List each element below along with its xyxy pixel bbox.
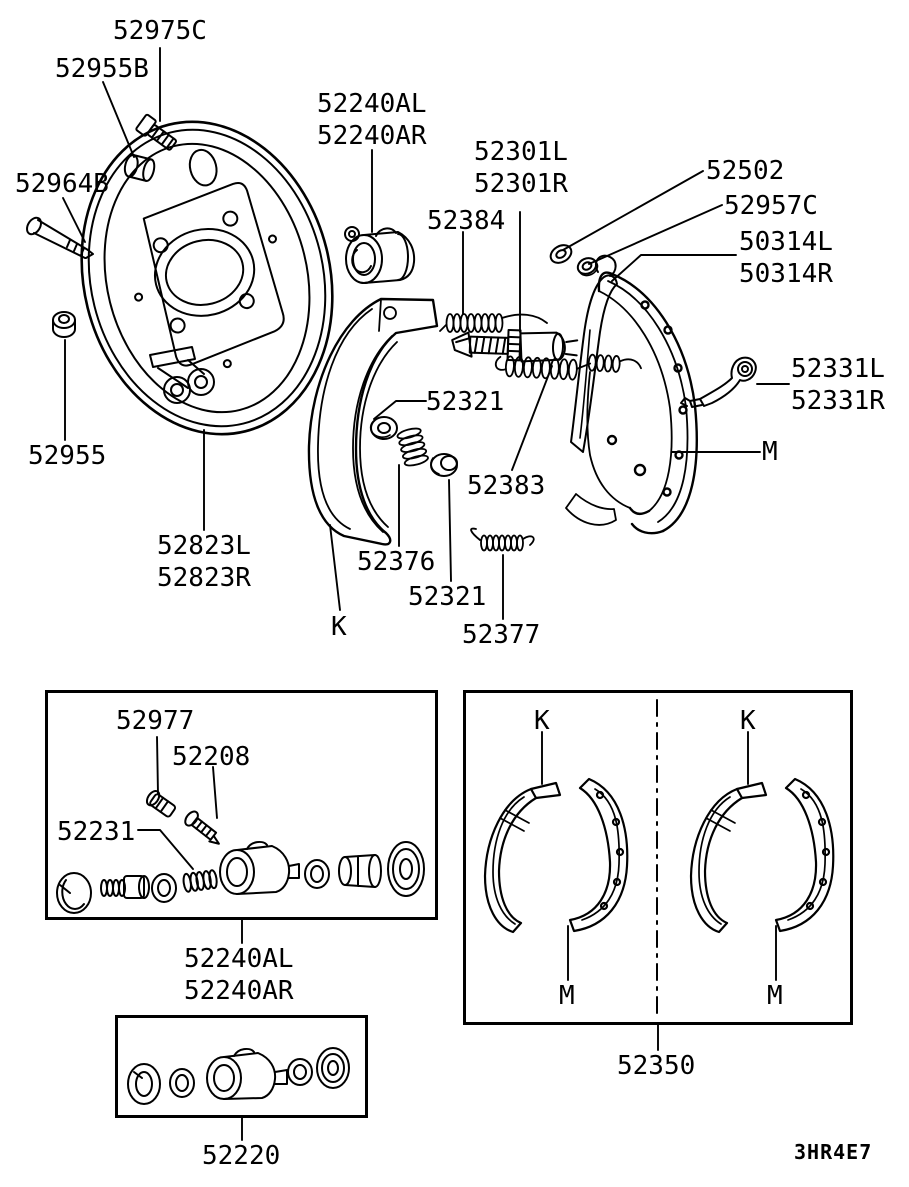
leader-lines [62, 47, 790, 1141]
shoe-kit-parts-drawing [483, 699, 835, 1015]
label-52331l: 52331L [791, 354, 885, 384]
label-52220: 52220 [202, 1141, 281, 1171]
label-52240ar: 52240AR [317, 121, 427, 151]
label-52823l: 52823L [157, 531, 251, 561]
label-kit-m-right: M [767, 981, 783, 1011]
label-kit-m-left: M [559, 981, 575, 1011]
brake-shoe-k-drawing [307, 297, 439, 546]
label-52964b: 52964B [15, 169, 109, 199]
holddown-spring-drawing [396, 427, 429, 467]
label-52502: 52502 [706, 156, 785, 186]
label-52301l: 52301L [474, 137, 568, 167]
label-52240al: 52240AL [317, 89, 427, 119]
label-52321-washer: 52321 [426, 387, 505, 417]
brake-shoe-m-drawing [565, 271, 698, 535]
holddown-washer-drawing [369, 416, 398, 440]
cylinder-kit-box [45, 690, 438, 920]
cylinder-mount-drawing [149, 346, 215, 404]
label-52331: 52331L 52331R [791, 355, 885, 419]
figure-code: 3HR4E7 [794, 1140, 873, 1164]
label-shoe-k: K [331, 612, 347, 642]
shoe-kit-right-pair [689, 777, 835, 934]
label-50314r: 50314R [739, 259, 833, 289]
cylinder-kit-parts-drawing [56, 789, 425, 914]
label-52240ar-caption: 52240AR [184, 976, 294, 1006]
cylinder-assy-parts-drawing [127, 1047, 350, 1105]
shoe-kit-left-pair [483, 777, 629, 934]
adjuster-52301-drawing [451, 328, 579, 363]
label-52955b: 52955B [55, 54, 149, 84]
label-50314l: 50314L [739, 227, 833, 257]
label-52240-top: 52240AL 52240AR [317, 90, 427, 154]
label-52823r: 52823R [157, 563, 251, 593]
label-52376: 52376 [357, 547, 436, 577]
label-52240-bottom: 52240AL 52240AR [184, 945, 294, 1009]
label-50314: 50314L 50314R [739, 228, 833, 292]
wheel-cylinder-drawing [344, 226, 416, 284]
bolt-52975c-drawing [135, 113, 177, 151]
label-52208: 52208 [172, 742, 251, 772]
shoe-kit-box [463, 690, 853, 1025]
label-52383: 52383 [467, 471, 546, 501]
label-52955: 52955 [28, 441, 107, 471]
label-shoe-m: M [762, 437, 778, 467]
label-52301: 52301L 52301R [474, 138, 568, 202]
label-52977: 52977 [116, 706, 195, 736]
label-kit-k-right: K [740, 706, 756, 736]
label-52301r: 52301R [474, 169, 568, 199]
cylinder-assy-box [115, 1015, 368, 1118]
label-52975c: 52975C [113, 16, 207, 46]
label-52823: 52823L 52823R [157, 532, 251, 596]
label-52321-cup: 52321 [408, 582, 487, 612]
lever-50314-drawing [570, 254, 618, 453]
latch-52331-drawing [680, 356, 757, 408]
label-kit-k-left: K [534, 706, 550, 736]
label-52240al-caption: 52240AL [184, 944, 294, 974]
spring-52384-drawing [439, 313, 548, 333]
label-52350: 52350 [617, 1051, 696, 1081]
nut-52955-drawing [52, 311, 76, 338]
washer-52502-drawing [549, 244, 573, 264]
spring-52383-drawing [494, 353, 642, 381]
label-52957c: 52957C [724, 191, 818, 221]
spring-52377-drawing [470, 527, 535, 552]
backing-plate-drawing [80, 120, 334, 436]
label-52231: 52231 [57, 817, 136, 847]
pin-52964b-drawing [26, 216, 94, 259]
label-52377: 52377 [462, 620, 541, 650]
label-52384: 52384 [427, 206, 506, 236]
holddown-cup-drawing [430, 453, 458, 477]
label-52331r: 52331R [791, 386, 885, 416]
